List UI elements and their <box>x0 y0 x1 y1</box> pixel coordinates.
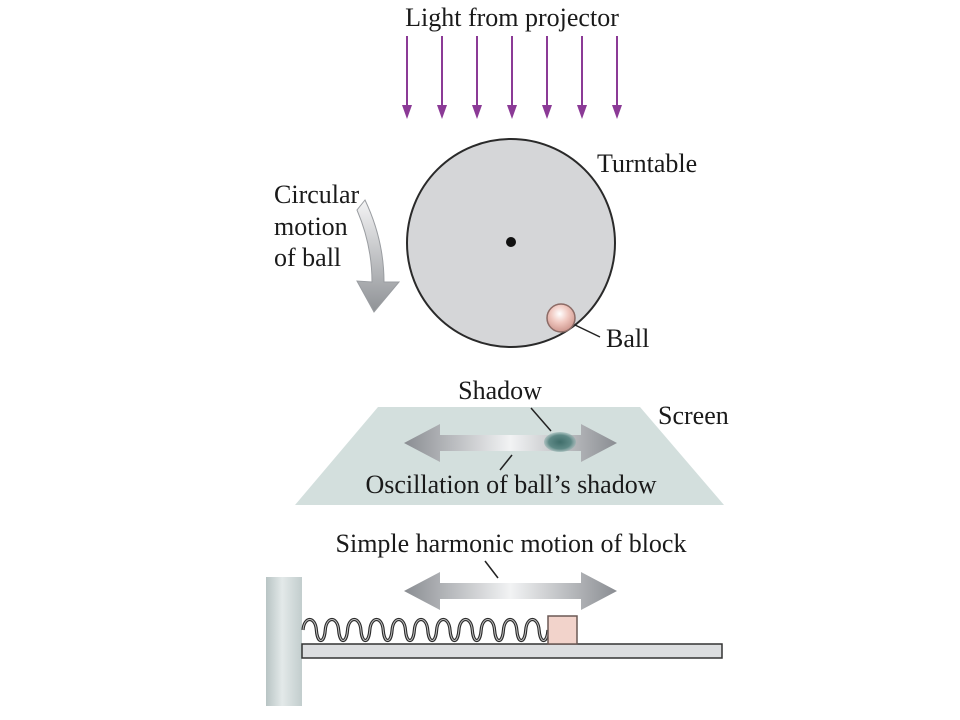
light-ray-arrow <box>507 36 517 119</box>
oscillation-leader-line <box>499 454 513 471</box>
light-ray-arrow <box>542 36 552 119</box>
light-ray-arrow <box>472 36 482 119</box>
shm-arrow <box>404 572 617 610</box>
ball <box>546 303 576 333</box>
circular-motion-arrow <box>356 199 401 313</box>
turntable-label: Turntable <box>597 149 697 178</box>
light-rays <box>402 36 622 119</box>
track <box>301 643 723 659</box>
block <box>547 615 578 645</box>
light-ray-arrow <box>437 36 447 119</box>
light-ray-arrow <box>612 36 622 119</box>
screen <box>295 407 724 505</box>
turntable-center-dot <box>506 237 516 247</box>
shm-label: Simple harmonic motion of block <box>336 529 687 558</box>
screen-label: Screen <box>658 401 729 430</box>
shadow-leader-line <box>530 407 552 432</box>
light-ray-arrow <box>402 36 412 119</box>
ball-shadow <box>544 432 576 452</box>
oscillation-label: Oscillation of ball’s shadow <box>365 470 656 499</box>
light-label: Light from projector <box>405 3 619 32</box>
circular-motion-label: Circular motion of ball <box>274 180 366 272</box>
wall <box>266 577 302 706</box>
circular-motion-line-3: of ball <box>274 243 341 272</box>
circular-motion-line-1: Circular <box>274 180 360 209</box>
ball-label: Ball <box>606 324 649 353</box>
ball-leader-line <box>574 324 601 338</box>
shadow-oscillation-arrow <box>404 424 617 462</box>
shm-leader-line <box>484 560 499 579</box>
circular-motion-line-2: motion <box>274 212 348 241</box>
spring-highlight <box>302 619 549 641</box>
shadow-label: Shadow <box>458 376 542 405</box>
light-ray-arrow <box>577 36 587 119</box>
